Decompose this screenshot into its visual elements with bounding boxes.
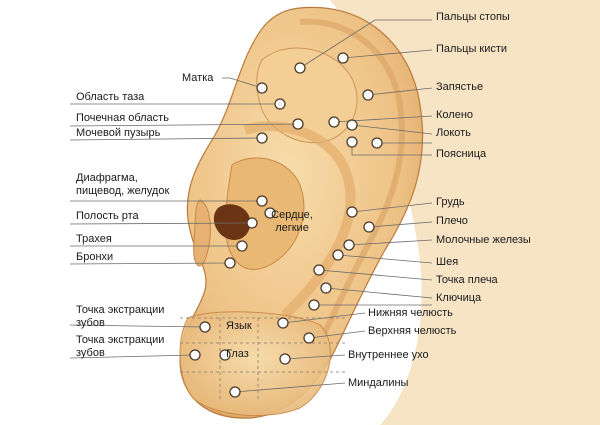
label-fingers: Пальцы кисти xyxy=(436,43,508,55)
helix-rim xyxy=(299,18,405,344)
label-tonsils: Миндалины xyxy=(348,377,409,389)
point-wrist xyxy=(362,89,374,101)
label-bladder: Мочевой пузырь xyxy=(76,127,161,139)
point-tooth-2 xyxy=(189,349,201,361)
point-kidney xyxy=(292,118,304,130)
point-pelvis xyxy=(274,98,286,110)
point-bronchi xyxy=(224,257,236,269)
label-knee: Колено xyxy=(436,109,474,121)
label-lower-back: Поясница xyxy=(436,148,487,160)
point-shoulder-point xyxy=(313,264,325,276)
point-collarbone-b xyxy=(308,299,320,311)
label-toes: Пальцы стопы xyxy=(436,11,510,23)
label-mammary: Молочные железы xyxy=(436,234,531,246)
label-upper-jaw: Верхняя челюсть xyxy=(368,325,457,337)
lobe-grid xyxy=(180,317,345,400)
point-eye xyxy=(219,349,231,361)
point-inner-ear xyxy=(279,353,291,365)
label-shoulder: Плечо xyxy=(436,215,468,227)
label-chest: Грудь xyxy=(436,196,465,208)
point-tonsils xyxy=(229,386,241,398)
point-bladder xyxy=(256,132,268,144)
label-pelvis: Область таза xyxy=(76,91,145,103)
point-upper-jaw xyxy=(303,332,315,344)
label-bronchi: Бронхи xyxy=(76,251,114,263)
label-lower-jaw: Нижняя челюсть xyxy=(368,307,453,319)
point-chest xyxy=(346,206,358,218)
point-mouth xyxy=(246,217,258,229)
label-elbow: Локоть xyxy=(436,127,471,139)
label-neck: Шея xyxy=(436,256,459,268)
point-toes xyxy=(294,62,306,74)
point-shoulder xyxy=(363,221,375,233)
label-heart: Сердце, легкие xyxy=(271,209,313,234)
label-wrist: Запястье xyxy=(436,81,484,93)
tragus xyxy=(193,199,211,267)
point-knee xyxy=(328,116,340,128)
label-diaphragm: Диафрагма, пищевод, желудок xyxy=(76,172,170,197)
label-trachea: Трахея xyxy=(76,233,112,245)
label-shoulder-point: Точка плеча xyxy=(436,274,498,286)
point-tooth-1 xyxy=(199,321,211,333)
acupuncture-points xyxy=(189,52,383,398)
point-lower-back-b xyxy=(346,136,358,148)
point-trachea xyxy=(236,240,248,252)
point-neck xyxy=(332,249,344,261)
label-inner-ear: Внутреннее ухо xyxy=(348,349,429,361)
point-fingers xyxy=(337,52,349,64)
label-tooth-1: Точка экстракции зубов xyxy=(76,304,165,329)
label-uterus: Матка xyxy=(182,72,214,84)
point-mammary xyxy=(343,239,355,251)
label-kidney: Почечная область xyxy=(76,112,169,124)
antihelix xyxy=(243,121,356,319)
label-eye: Глаз xyxy=(226,348,249,360)
leader-lines xyxy=(69,19,433,393)
point-lower-back-a xyxy=(371,137,383,149)
earlobe xyxy=(179,311,331,416)
label-tooth-2: Точка экстракции зубов xyxy=(76,334,165,359)
point-heart xyxy=(264,207,276,219)
label-mouth: Полость рта xyxy=(76,210,139,222)
ear-canal xyxy=(213,204,251,240)
point-diaphragm xyxy=(256,195,268,207)
point-lower-jaw xyxy=(277,317,289,329)
point-uterus xyxy=(256,82,268,94)
label-collarbone: Ключица xyxy=(436,292,482,304)
point-collarbone xyxy=(320,282,332,294)
label-tongue: Язык xyxy=(226,320,252,332)
point-elbow xyxy=(346,119,358,131)
